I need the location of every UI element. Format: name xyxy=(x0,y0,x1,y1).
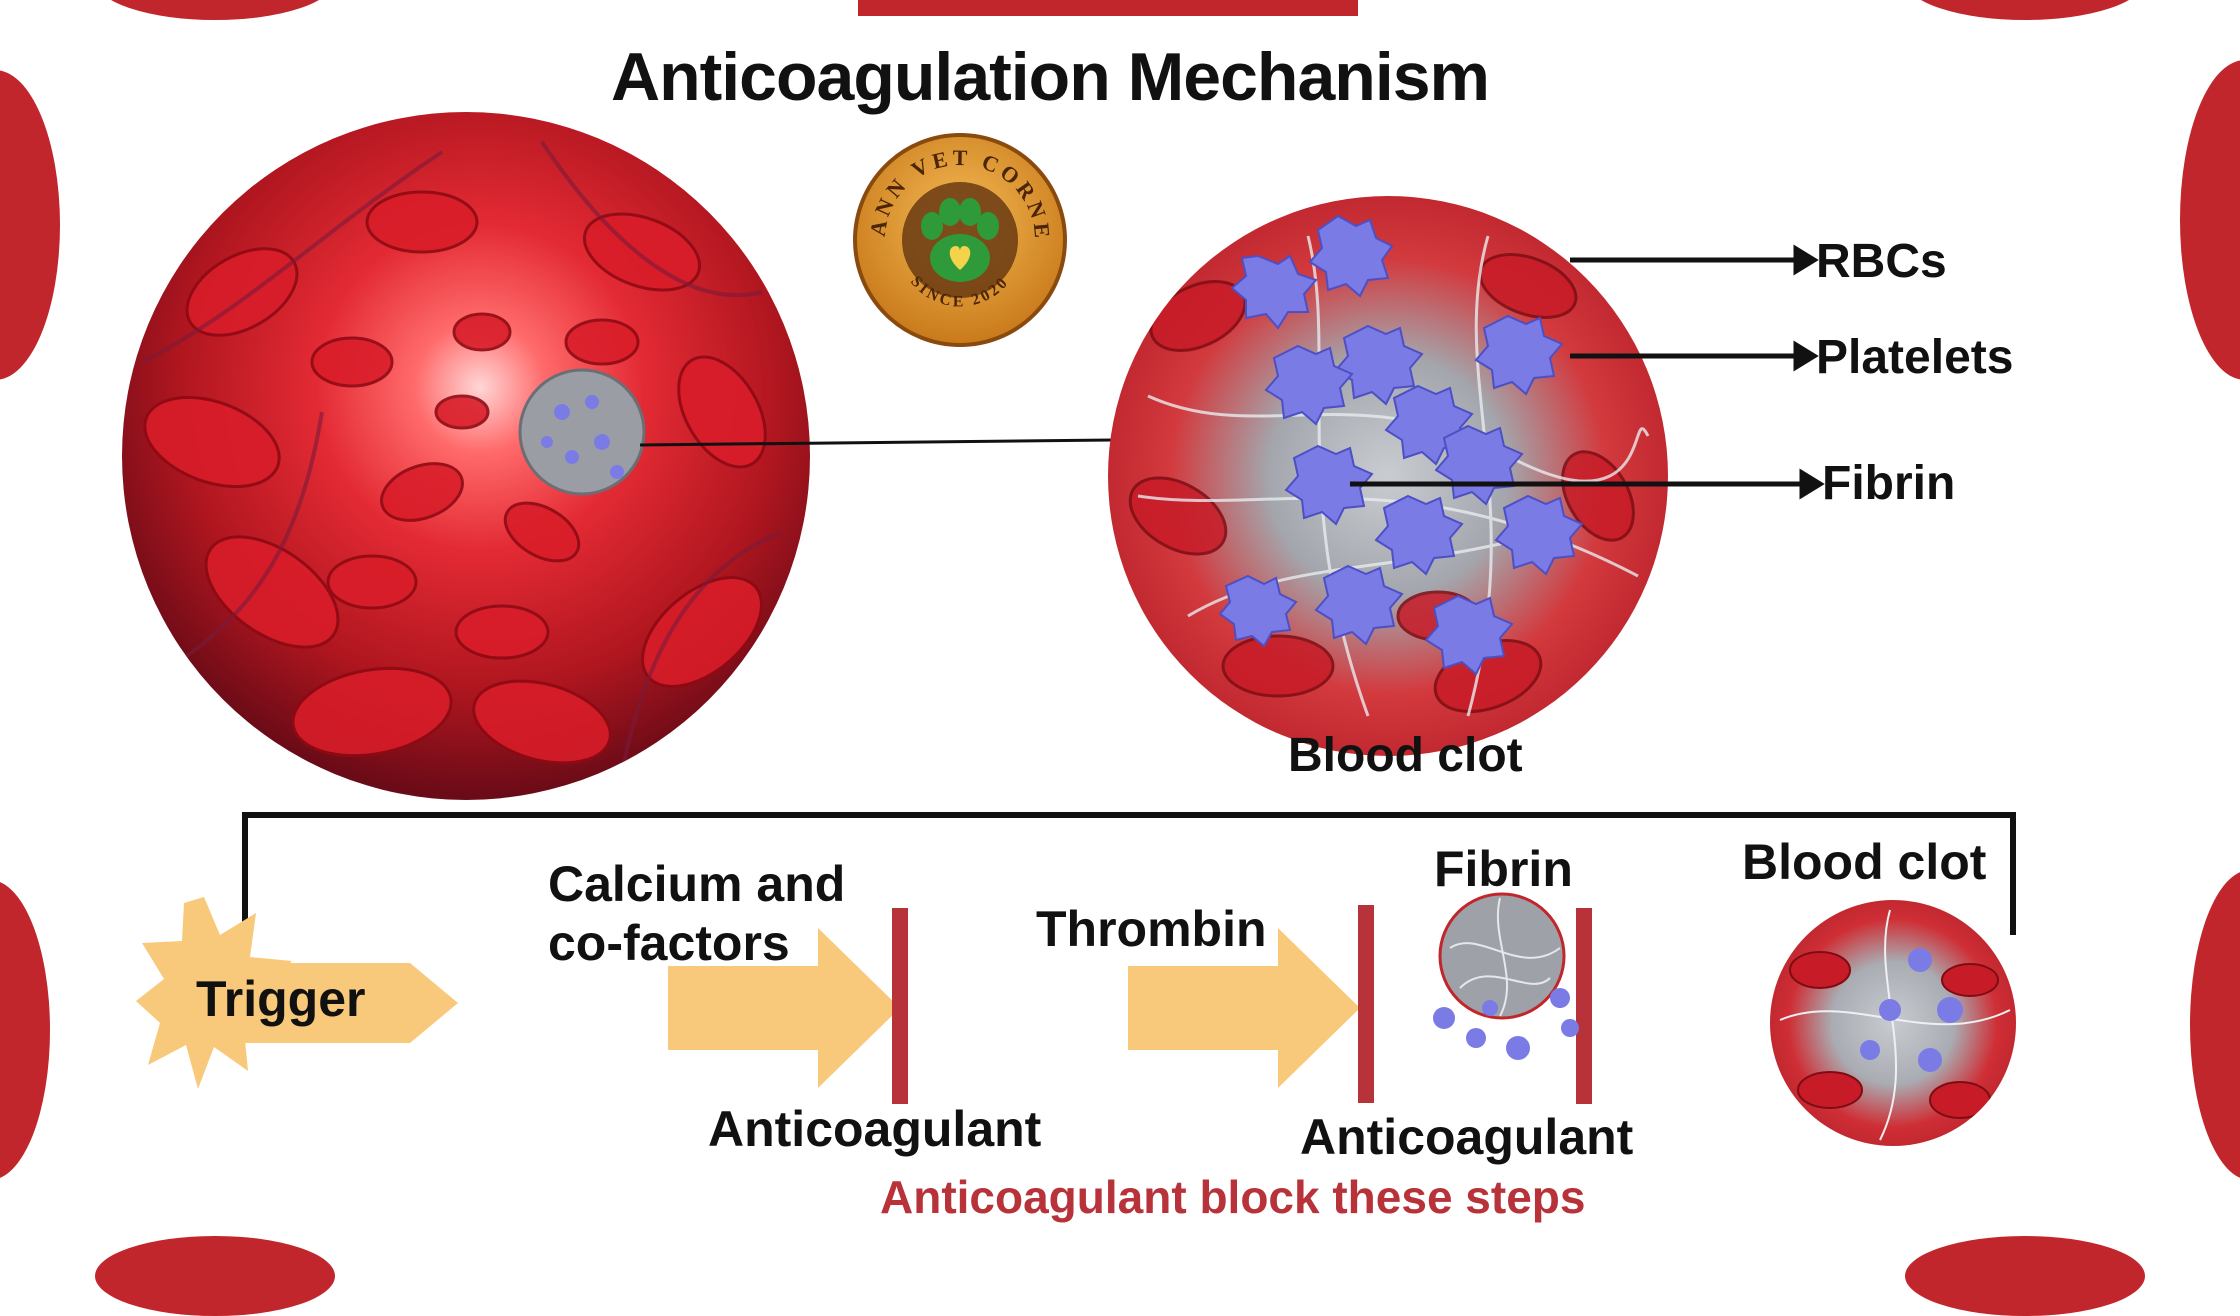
label-fibrin: Fibrin xyxy=(1822,457,1956,510)
page-title: Anticoagulation Mechanism xyxy=(611,39,1490,115)
label-trigger: Trigger xyxy=(196,971,366,1027)
label-calcium-cofactors-line2: co-factors xyxy=(548,915,790,971)
label-thrombin: Thrombin xyxy=(1036,901,1267,957)
label-blood-clot-caption: Blood clot xyxy=(1288,729,1523,782)
label-anticoagulant-1: Anticoagulant xyxy=(708,1101,1042,1157)
blood-vessel-image xyxy=(122,112,810,800)
label-anticoagulant-2: Anticoagulant xyxy=(1300,1109,1634,1165)
arrow-step-2 xyxy=(1128,928,1360,1088)
trigger-shape xyxy=(134,895,464,1105)
label-blood-clot-step: Blood clot xyxy=(1742,834,1987,890)
label-rbcs: RBCs xyxy=(1816,235,1947,288)
label-platelets: Platelets xyxy=(1816,331,2014,384)
logo: MANN VET CORNER SINCE 2020 xyxy=(850,130,1070,350)
zoom-connector-line xyxy=(639,438,1113,447)
anticoagulant-block-bar-2 xyxy=(1358,905,1374,1103)
label-calcium-cofactors-line1: Calcium and xyxy=(548,856,846,912)
clot-label-arrows xyxy=(1350,244,1825,500)
anticoagulant-block-bar-3 xyxy=(1576,908,1592,1104)
blood-clot-mini-image xyxy=(1770,900,2016,1146)
decor-top-bar xyxy=(858,0,1358,16)
paw-heart-icon xyxy=(921,198,999,282)
anticoagulant-block-bar-1 xyxy=(892,908,908,1104)
arrow-step-1 xyxy=(668,928,900,1088)
anticoagulant-note: Anticoagulant block these steps xyxy=(880,1171,1586,1223)
fibrin-mini-image xyxy=(1420,888,1590,1068)
pathway-bracket xyxy=(242,812,2016,935)
zoomed-clot-image xyxy=(1108,196,1668,756)
label-fibrin-step: Fibrin xyxy=(1434,841,1573,897)
